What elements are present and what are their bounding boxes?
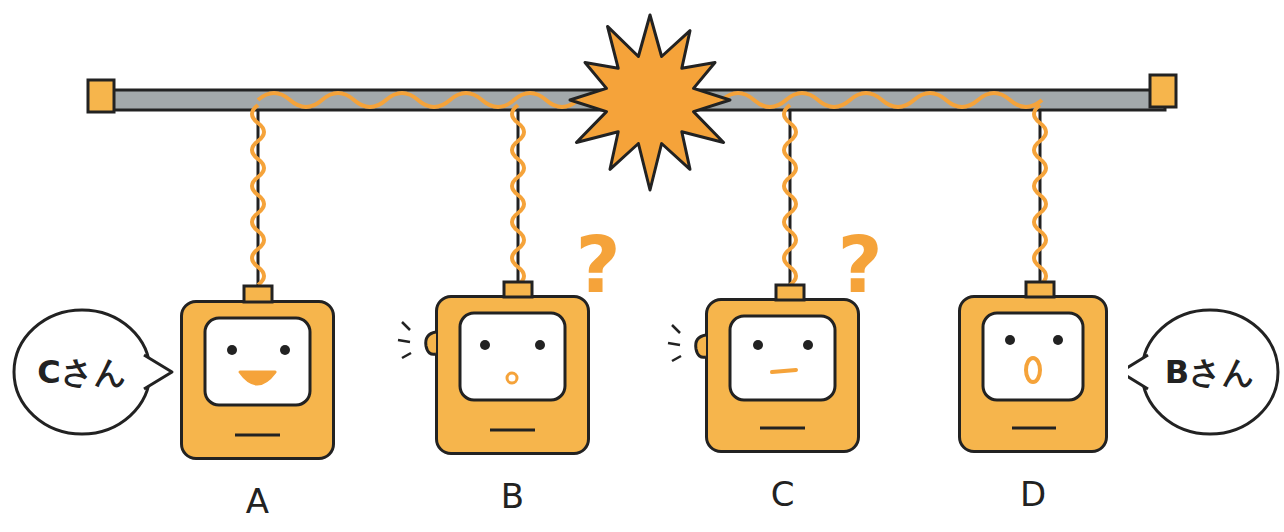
bubble-ellipse (14, 310, 150, 434)
surprise-line (672, 325, 680, 333)
ear (696, 335, 706, 357)
port (244, 286, 272, 302)
surprise-line (398, 340, 410, 342)
bubble-tail (144, 355, 172, 389)
signal-wave (1034, 105, 1046, 285)
surprise-line (402, 322, 410, 330)
signal-wave (252, 105, 264, 285)
eye (1005, 335, 1015, 345)
computer-label: A (180, 481, 335, 521)
surprise-line (668, 343, 680, 345)
signal-wave (784, 105, 796, 285)
eye (480, 340, 490, 350)
surprise-line (672, 356, 681, 361)
mouth (772, 370, 796, 372)
computer-node: D (958, 295, 1108, 453)
computer-node: B (435, 295, 590, 455)
question-mark: ? (558, 215, 638, 315)
port (776, 285, 804, 300)
screen (205, 318, 310, 405)
port (1026, 282, 1054, 297)
eye (280, 345, 290, 355)
terminator (1150, 75, 1176, 107)
mouth (1026, 358, 1040, 382)
computer-label: D (958, 474, 1108, 514)
computer-label: C (705, 474, 860, 514)
screen (730, 316, 835, 400)
screen (460, 313, 565, 400)
speech-bubble: Cさん (10, 305, 175, 440)
signal-wave (258, 93, 578, 107)
computer-node: C (705, 298, 860, 453)
ear (426, 332, 436, 354)
signal-wave (722, 93, 1042, 107)
eye (753, 340, 763, 350)
slot (760, 427, 805, 430)
bubble-text: Cさん (18, 351, 146, 395)
computer-label: B (435, 476, 590, 516)
mouth (507, 373, 517, 383)
eye (227, 345, 237, 355)
bubble-tail (1128, 355, 1148, 389)
drop-cable (789, 110, 792, 288)
eye (535, 340, 545, 350)
port (504, 282, 532, 297)
eye (803, 340, 813, 350)
slot (235, 434, 280, 437)
computer-node: A (180, 300, 335, 460)
question-mark: ? (820, 215, 900, 315)
slot (1012, 427, 1056, 430)
signal-wave (512, 105, 524, 285)
slot (490, 429, 535, 432)
eye (1053, 335, 1063, 345)
screen (983, 313, 1083, 400)
bubble-ellipse (1142, 310, 1278, 434)
drop-cable (257, 110, 260, 288)
surprise-line (402, 353, 411, 358)
terminator (88, 80, 114, 112)
collision-burst (570, 15, 730, 190)
bubble-text: Bさん (1146, 351, 1274, 395)
speech-bubble: Bさん (1128, 305, 1280, 440)
mouth (240, 372, 275, 384)
